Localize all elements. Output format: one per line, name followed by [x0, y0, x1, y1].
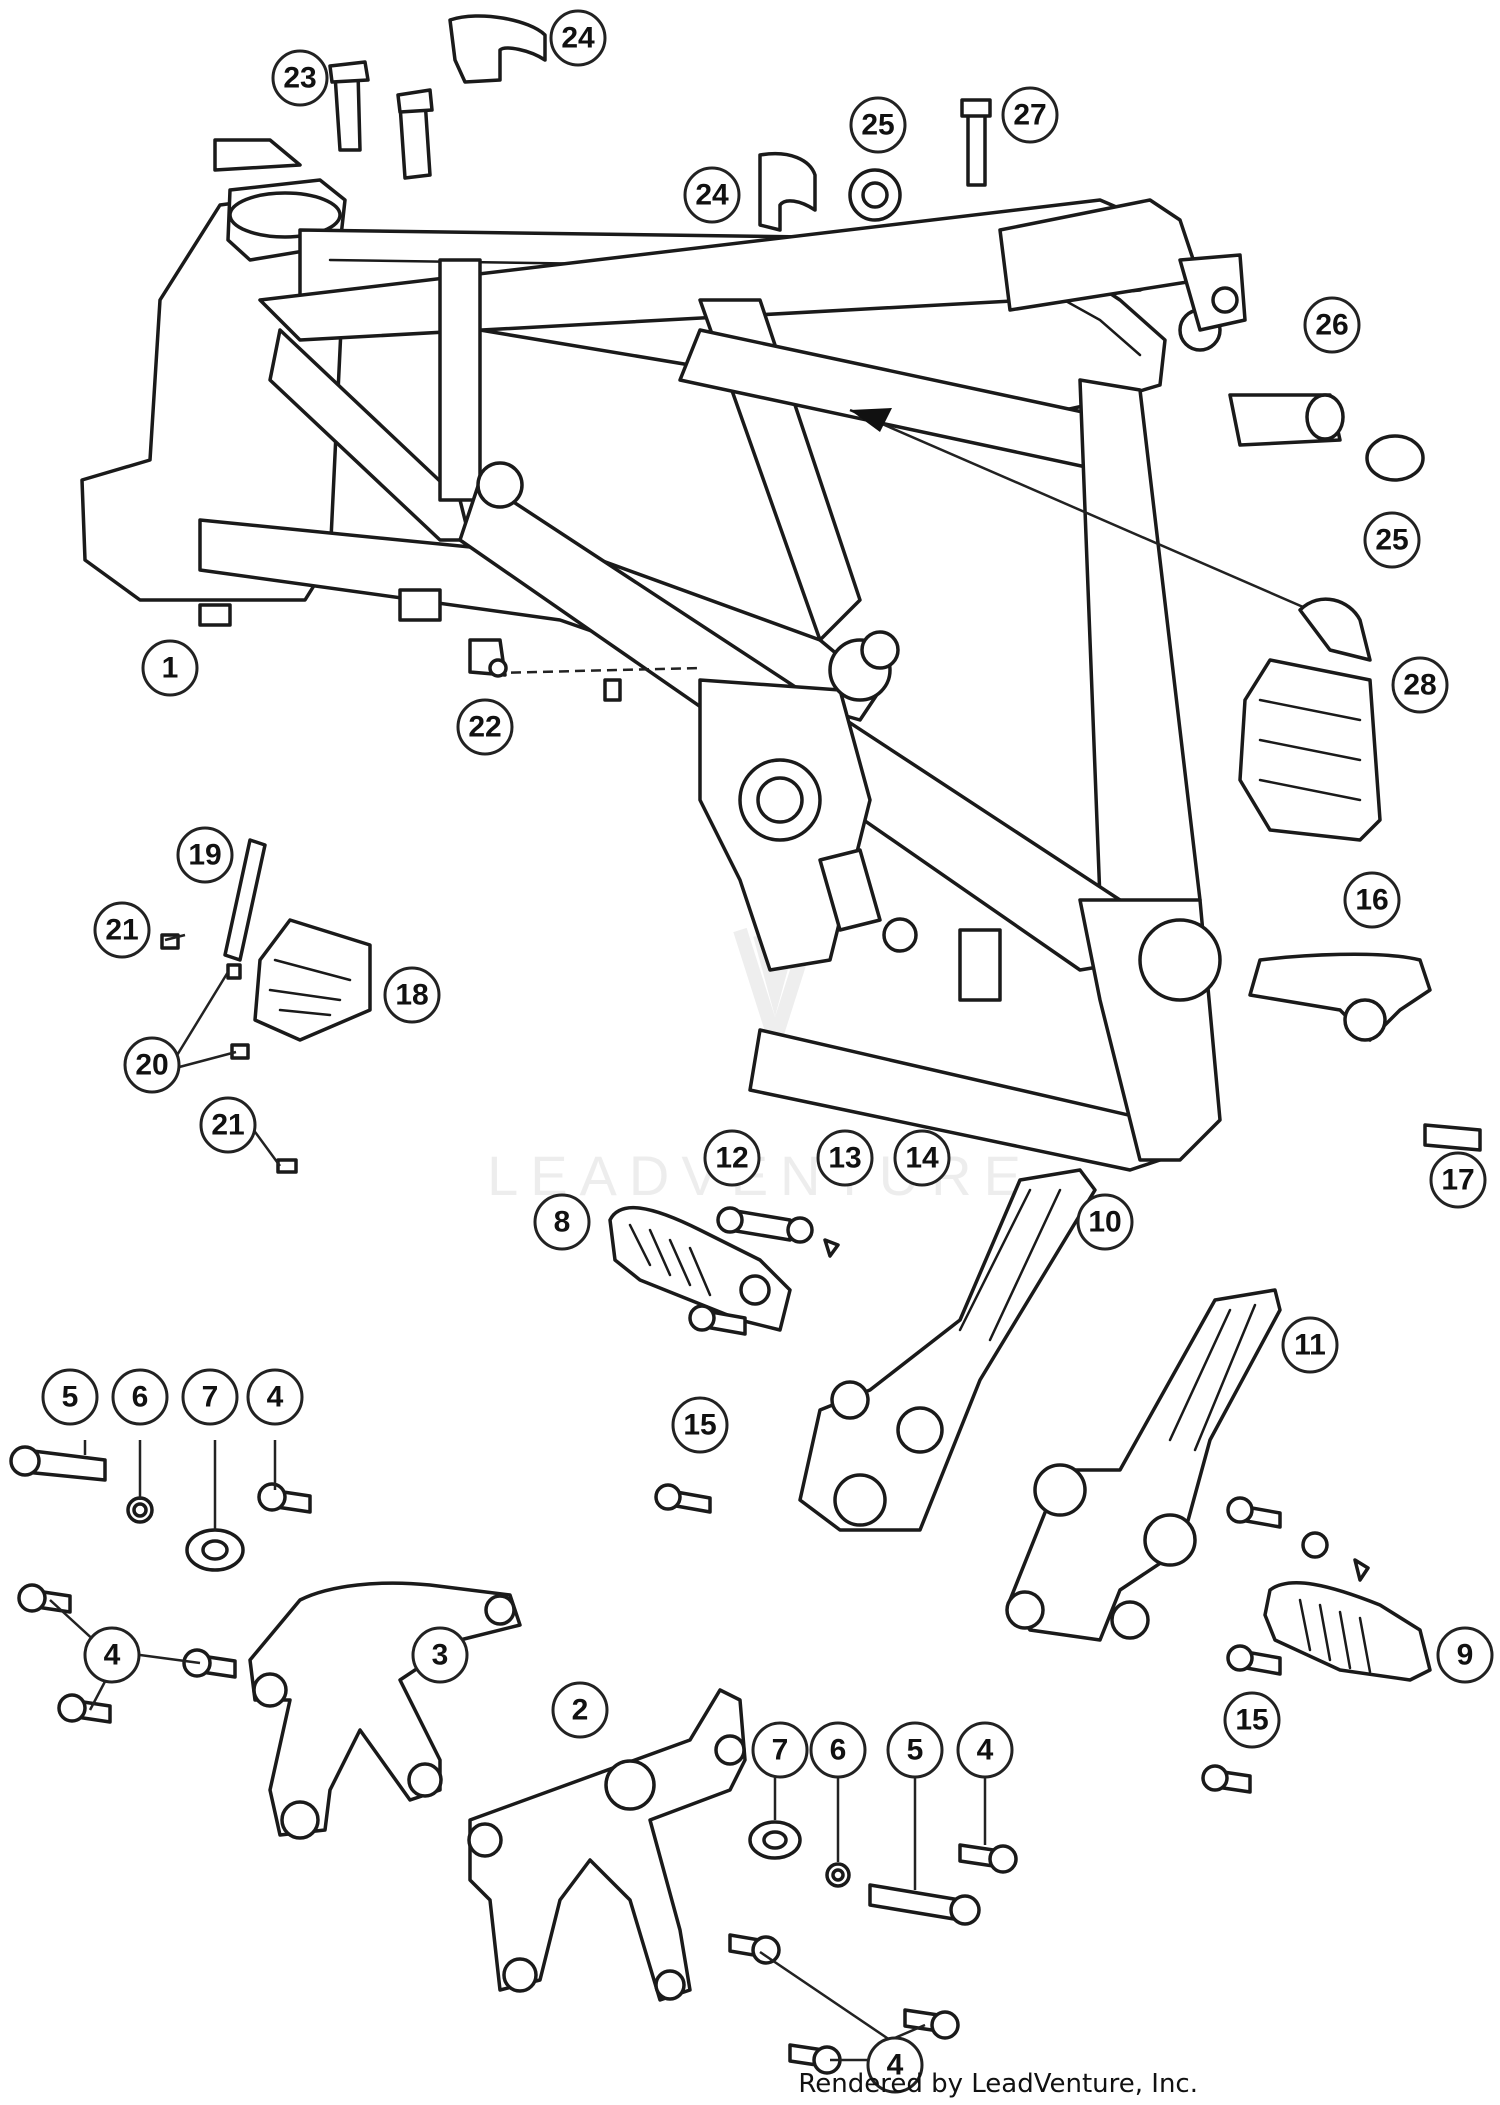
svg-text:4: 4 [977, 1734, 994, 1767]
callout-25b: 25 [1363, 511, 1421, 569]
small-hardware [654, 1206, 1370, 1794]
svg-text:10: 10 [1088, 1206, 1121, 1239]
callout-2: 2 [551, 1681, 609, 1739]
callout-12: 12 [703, 1129, 761, 1187]
footpeg-bracket-left [798, 1168, 1097, 1532]
callout-14: 14 [893, 1129, 951, 1187]
lower-right-hardware [728, 1820, 1018, 2075]
callouts: 1 2 3 4 4 4 4 5 5 6 6 7 7 8 9 10 11 12 1… [41, 9, 1494, 2094]
footer-credit: Rendered by LeadVenture, Inc. [798, 2069, 1198, 2099]
callout-24a: 24 [549, 9, 607, 67]
svg-text:7: 7 [202, 1381, 219, 1414]
clip-part [468, 638, 622, 702]
callout-4b: 4 [83, 1626, 141, 1684]
callout-13: 13 [816, 1129, 874, 1187]
callout-4c: 4 [956, 1721, 1014, 1779]
chain-guard-bracket [1248, 952, 1482, 1152]
callout-7a: 7 [181, 1368, 239, 1426]
callout-15b: 15 [1223, 1691, 1281, 1749]
svg-text:8: 8 [554, 1206, 571, 1239]
svg-text:18: 18 [395, 979, 428, 1012]
left-brackets [160, 838, 372, 1174]
svg-text:28: 28 [1403, 669, 1436, 702]
svg-text:14: 14 [905, 1142, 939, 1175]
svg-text:27: 27 [1013, 99, 1046, 132]
svg-text:22: 22 [468, 711, 501, 744]
svg-text:1: 1 [162, 652, 179, 685]
svg-text:25: 25 [861, 109, 894, 142]
callout-18: 18 [383, 966, 441, 1024]
callout-23: 23 [271, 49, 329, 107]
callout-26: 26 [1303, 296, 1361, 354]
callout-22: 22 [456, 698, 514, 756]
callout-7b: 7 [751, 1721, 809, 1779]
footpeg-left [608, 1206, 792, 1332]
svg-text:24: 24 [695, 179, 729, 212]
lower-left-hardware [9, 1445, 312, 1724]
holder-bracket [1238, 597, 1382, 842]
svg-text:15: 15 [683, 1409, 716, 1442]
svg-text:15: 15 [1235, 1704, 1268, 1737]
callout-15a: 15 [671, 1396, 729, 1454]
svg-text:21: 21 [105, 914, 138, 947]
svg-text:20: 20 [135, 1049, 168, 1082]
svg-text:2: 2 [572, 1694, 589, 1727]
svg-text:6: 6 [132, 1381, 149, 1414]
callout-4a: 4 [246, 1368, 304, 1426]
rear-bracket-3 [248, 1581, 522, 1840]
callout-24b: 24 [683, 166, 741, 224]
footpeg-right [1263, 1581, 1432, 1682]
callout-21a: 21 [93, 901, 151, 959]
callout-6a: 6 [111, 1368, 169, 1426]
callout-9: 9 [1436, 1626, 1494, 1684]
callout-27: 27 [1001, 86, 1059, 144]
callout-1: 1 [141, 639, 199, 697]
svg-text:17: 17 [1441, 1164, 1474, 1197]
leader-lines [49, 933, 987, 2062]
svg-text:13: 13 [828, 1142, 861, 1175]
svg-text:9: 9 [1457, 1639, 1474, 1672]
callout-8: 8 [533, 1193, 591, 1251]
callout-21b: 21 [199, 1096, 257, 1154]
callout-19: 19 [176, 826, 234, 884]
top-hardware [328, 14, 1425, 482]
svg-text:12: 12 [715, 1142, 748, 1175]
callout-11: 11 [1281, 1316, 1339, 1374]
callout-6b: 6 [809, 1721, 867, 1779]
svg-text:5: 5 [907, 1734, 924, 1767]
svg-text:21: 21 [211, 1109, 244, 1142]
callout-5b: 5 [886, 1721, 944, 1779]
callout-10: 10 [1076, 1193, 1134, 1251]
svg-text:6: 6 [830, 1734, 847, 1767]
svg-text:4: 4 [104, 1639, 121, 1672]
svg-text:7: 7 [772, 1734, 789, 1767]
callout-16: 16 [1343, 871, 1401, 929]
svg-text:4: 4 [267, 1381, 284, 1414]
frame [80, 138, 1247, 1172]
callout-4d: 4 [866, 2036, 924, 2094]
frame-arrow [494, 408, 1311, 675]
callout-5a: 5 [41, 1368, 99, 1426]
svg-text:5: 5 [62, 1381, 79, 1414]
callout-3: 3 [411, 1626, 469, 1684]
svg-text:19: 19 [188, 839, 221, 872]
svg-text:4: 4 [887, 2049, 904, 2082]
rear-bracket-2 [467, 1688, 747, 2002]
svg-text:25: 25 [1375, 524, 1408, 557]
svg-text:16: 16 [1355, 884, 1388, 917]
svg-text:23: 23 [283, 62, 316, 95]
callout-17: 17 [1429, 1151, 1487, 1209]
callout-25a: 25 [849, 96, 907, 154]
svg-text:11: 11 [1294, 1329, 1326, 1362]
callout-28: 28 [1391, 656, 1449, 714]
svg-text:24: 24 [561, 22, 595, 55]
footpeg-bracket-right [1005, 1288, 1282, 1642]
svg-text:3: 3 [432, 1639, 449, 1672]
callout-20: 20 [123, 1036, 181, 1094]
svg-text:26: 26 [1315, 309, 1348, 342]
